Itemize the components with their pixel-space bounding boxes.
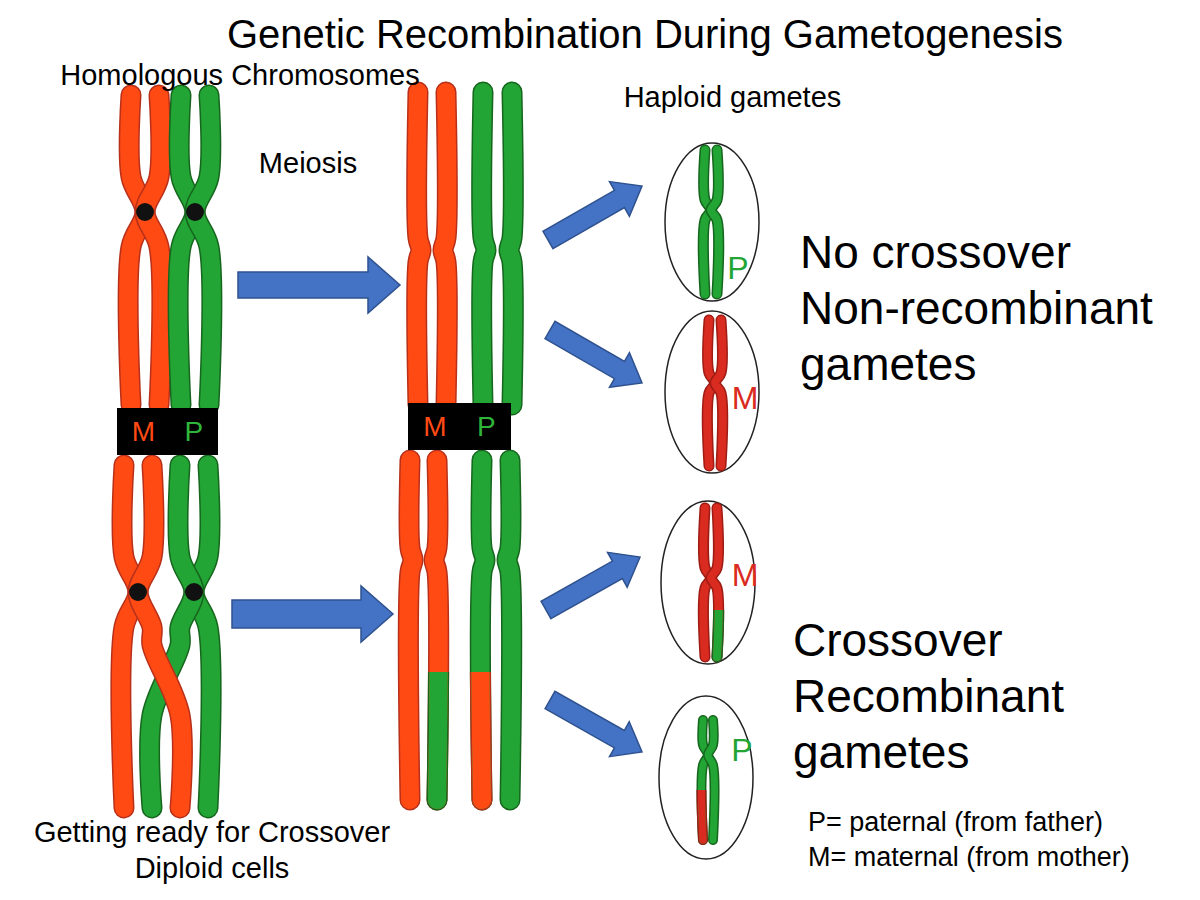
text-label: Meiosis (238, 146, 378, 181)
haploid-chromosome (703, 508, 718, 657)
chromatid (482, 92, 486, 405)
process-arrow (545, 321, 642, 387)
chromatid (711, 508, 719, 657)
chromatid (708, 720, 714, 840)
gamete-oval (665, 143, 759, 301)
process-arrow (238, 257, 400, 313)
chromatid (509, 92, 513, 405)
chromatid-outline (715, 320, 723, 466)
chromatid-outline (711, 150, 719, 294)
chromatid-outline (128, 95, 145, 405)
origin-letter: M (423, 411, 446, 443)
text-label: M= maternal (from mother) (808, 841, 1188, 873)
haploid-chromosome (702, 720, 715, 840)
text-label: Haploid gametes (600, 80, 865, 115)
chromatid-outline (138, 465, 182, 808)
chromatid (707, 320, 715, 466)
chromatid-outline (417, 92, 421, 405)
chromatid (128, 95, 145, 405)
centromere (129, 583, 147, 601)
process-arrow (541, 552, 640, 618)
chromatid-outline (145, 95, 162, 405)
separated-chromatids (417, 92, 513, 405)
chromatid (417, 92, 421, 405)
chromatid-outline (121, 465, 138, 808)
text-label: Crossover Recombinant gametes (793, 612, 1158, 780)
chromatid (194, 465, 211, 808)
haploid-chromosome (703, 150, 718, 294)
text-label: No crossover Non-recombinant gametes (800, 224, 1165, 392)
chromatid-outline (178, 95, 195, 405)
chromatid-outline (507, 460, 512, 800)
origin-letter: P (185, 416, 204, 448)
chromatid-outline (443, 92, 447, 405)
chromatid (443, 92, 447, 405)
process-arrow (545, 691, 642, 756)
chromatid (507, 460, 512, 800)
process-arrow (232, 586, 393, 642)
chromatid-outline (711, 508, 719, 657)
chromatid-outline (702, 790, 708, 840)
haploid-chromosome (707, 320, 722, 466)
centromere (185, 583, 203, 601)
chromatid-outline (480, 460, 485, 800)
chromatid (711, 150, 719, 294)
chromatid (121, 465, 138, 808)
text-label: P= paternal (from father) (808, 806, 1188, 838)
chromatid-outline (195, 95, 212, 405)
chromatid (195, 95, 212, 405)
gamete-oval (659, 696, 753, 859)
chromatid-outline (408, 460, 413, 800)
chromatid-segment (480, 672, 485, 800)
chromatid-outline (194, 465, 211, 808)
chromatid-outline (702, 720, 708, 840)
chromatid (178, 95, 195, 405)
chromatid-outline (434, 672, 439, 800)
gamete-letter: M (732, 559, 759, 591)
chromatid-segment (711, 610, 719, 657)
chromatid-segment (434, 672, 439, 800)
gamete-oval (665, 311, 759, 473)
recombinant-chromatids (408, 460, 511, 800)
chromatid (703, 150, 711, 294)
gamete-cell: P (664, 142, 760, 302)
gamete-outline (658, 695, 754, 860)
chromatid (434, 460, 439, 800)
origin-letter: M (132, 416, 155, 448)
label-box: MP (117, 408, 218, 455)
chromatid (145, 95, 162, 405)
chromatid-outline (707, 320, 715, 466)
gamete-letter: P (731, 734, 752, 766)
chromatid-outline (711, 610, 719, 657)
chromatid (138, 465, 182, 808)
chromatid-outline (434, 460, 439, 800)
chromatid (702, 720, 708, 840)
gamete-cell: P (658, 695, 754, 860)
centromere (136, 203, 154, 221)
chromatid (715, 320, 723, 466)
gamete-letter: P (727, 252, 748, 284)
process-arrow (543, 182, 642, 249)
label-box: MP (408, 403, 511, 450)
chromatid-outline (482, 92, 486, 405)
crossover-pair (121, 465, 211, 808)
centromere (186, 203, 204, 221)
text-label: Homologous Chromosomes (40, 58, 440, 93)
gamete-cell: M (660, 500, 756, 665)
chromatid (408, 460, 413, 800)
chromatid-outline (703, 150, 711, 294)
diagram-title: Genetic Recombination During Gametogenes… (100, 10, 1190, 58)
chromatid-outline (708, 720, 714, 840)
origin-letter: P (477, 411, 496, 443)
chromatid-outline (480, 672, 485, 800)
homologous-pair (128, 95, 212, 405)
chromatid-outline (509, 92, 513, 405)
chromatid-segment (702, 790, 708, 840)
chromatid (480, 460, 485, 800)
gamete-cell: M (664, 310, 760, 474)
gamete-letter: M (732, 382, 759, 414)
text-label: Getting ready for Crossover (12, 815, 412, 850)
text-label: Diploid cells (12, 851, 412, 886)
